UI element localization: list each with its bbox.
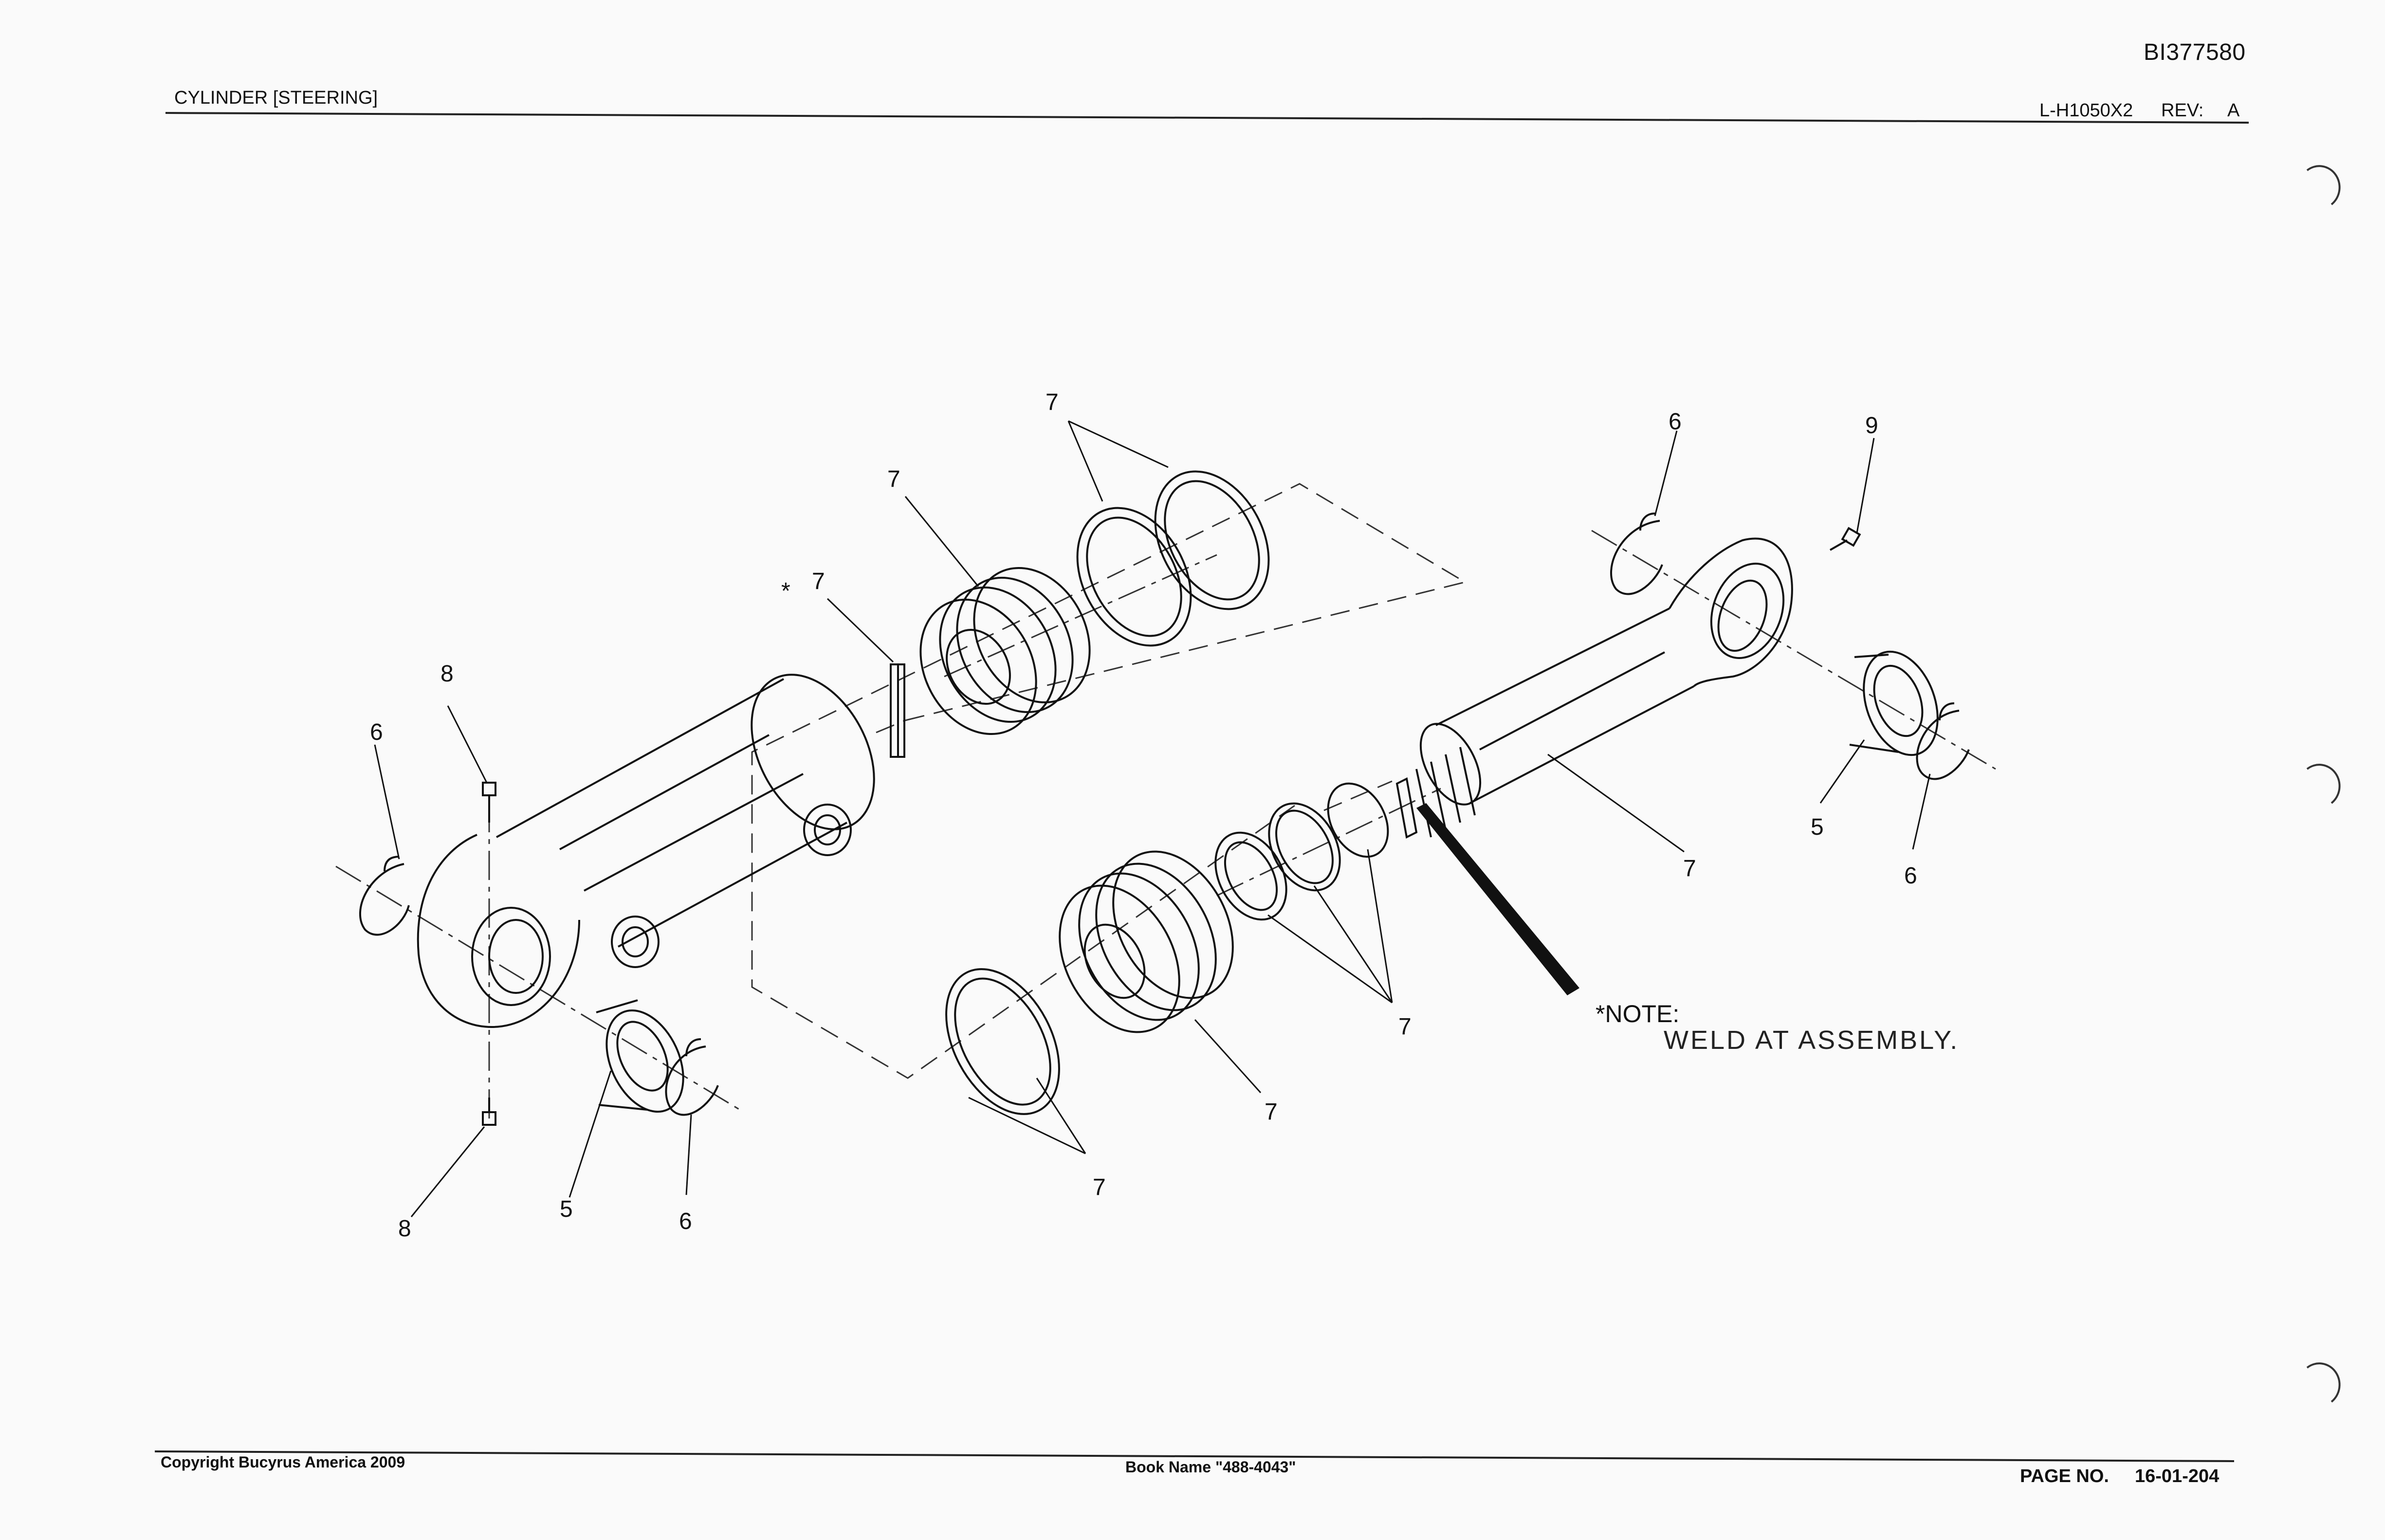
note-pointer xyxy=(1416,803,1579,995)
document-id: BI377580 xyxy=(2144,39,2246,65)
callout-7-lower-rings: 7 xyxy=(1093,1174,1106,1200)
retaining-ring-rod-top xyxy=(1610,513,1663,595)
footer-copyright: Copyright Bucyrus America 2009 xyxy=(161,1453,405,1471)
bushing-right xyxy=(1849,650,1939,756)
retaining-ring-left-top xyxy=(359,856,410,936)
piston-rod xyxy=(1395,607,1694,839)
assembly-path-dashed xyxy=(751,483,1467,1079)
lower-seal-rings xyxy=(945,782,1389,1115)
retaining-ring-left-bottom xyxy=(665,1038,719,1116)
upper-seal-rings xyxy=(1076,470,1270,647)
callout-9: 9 xyxy=(1865,413,1878,439)
cylinder-eye xyxy=(417,834,580,1028)
callout-labels: 7 7 7 * 8 6 8 5 6 7 7 7 6 9 7 5 6 xyxy=(370,389,1917,1242)
cylinder-barrel xyxy=(496,674,875,968)
key-asterisk: * xyxy=(781,578,790,604)
bushing-left xyxy=(596,999,684,1113)
binder-hole-icon xyxy=(2306,165,2341,1403)
revision-label: REV: xyxy=(2161,100,2204,121)
note-heading: *NOTE: xyxy=(1596,1000,1679,1027)
callout-5-left: 5 xyxy=(560,1196,573,1222)
header-rule xyxy=(165,112,2249,124)
callout-8-lower: 8 xyxy=(398,1216,411,1242)
callout-5-right: 5 xyxy=(1811,814,1824,840)
callout-leaders xyxy=(374,420,1931,1217)
retaining-ring-right xyxy=(1916,702,1970,780)
callout-6-left: 6 xyxy=(370,719,383,745)
weld-note: *NOTE: WELD AT ASSEMBLY. xyxy=(1596,1000,1959,1055)
callout-7-key: 7 xyxy=(812,568,825,594)
grease-fitting-9-icon xyxy=(1830,527,1861,551)
footer-page-number: 16-01-204 xyxy=(2135,1466,2220,1486)
grease-fitting-icon xyxy=(482,782,496,1126)
upper-piston xyxy=(919,567,1091,735)
callout-7-upper-piston: 7 xyxy=(887,466,900,492)
key-plate xyxy=(890,663,905,758)
revision-value: A xyxy=(2227,100,2240,121)
callout-7-lower-seals: 7 xyxy=(1398,1014,1412,1040)
footer-rule xyxy=(154,1450,2235,1462)
model-code: L-H1050X2 xyxy=(2039,100,2133,121)
rod-eye xyxy=(1669,537,1793,687)
callout-6-rod-top: 6 xyxy=(1669,409,1682,435)
callout-6-right: 6 xyxy=(1904,863,1917,889)
footer-page-label: PAGE NO. xyxy=(2020,1466,2109,1486)
callout-7-upper-rings: 7 xyxy=(1046,389,1059,415)
callout-8-upper: 8 xyxy=(440,661,454,687)
lower-piston xyxy=(1059,850,1234,1033)
callout-7-rod: 7 xyxy=(1683,856,1696,881)
footer-book-name: Book Name "488-4043" xyxy=(1125,1458,1296,1476)
callout-7-lower-piston: 7 xyxy=(1265,1099,1278,1125)
note-text: WELD AT ASSEMBLY. xyxy=(1664,1026,1959,1055)
document-title: CYLINDER [STEERING] xyxy=(174,88,378,108)
callout-6-left-lower: 6 xyxy=(679,1209,692,1234)
